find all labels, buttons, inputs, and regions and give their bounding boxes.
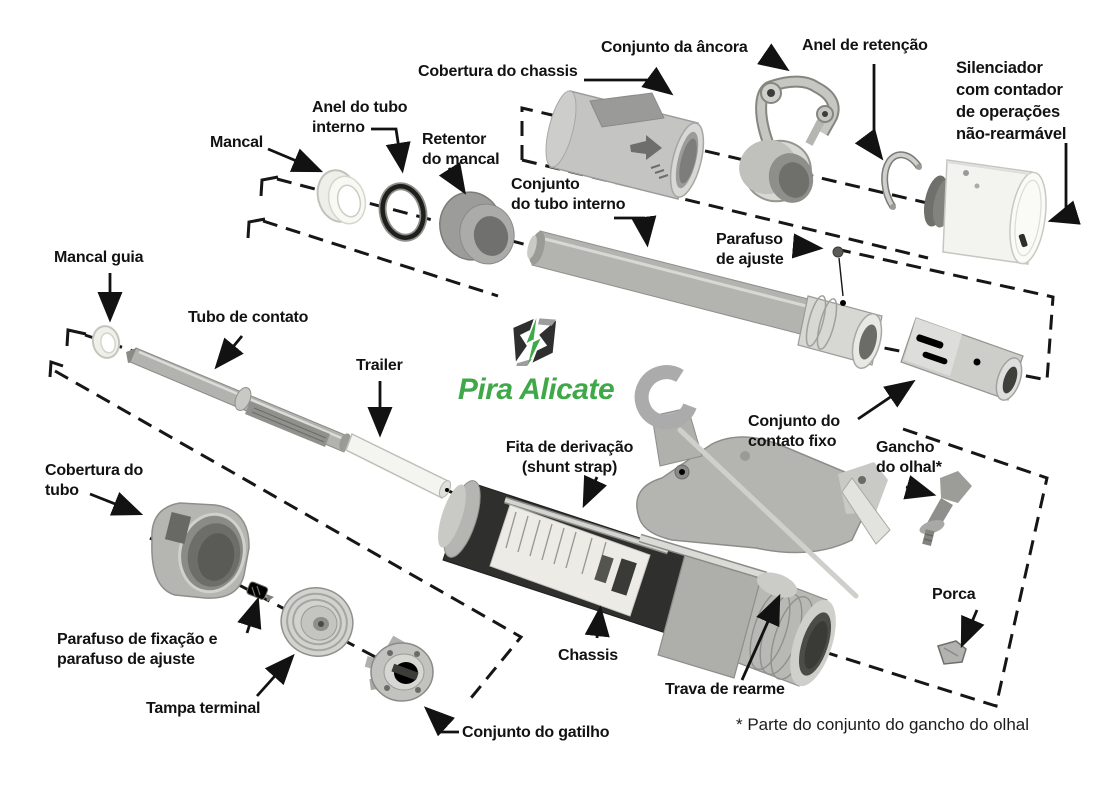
part-anel-de-retencao [881, 151, 922, 210]
label-cobertura-do-tubo: Cobertura do tubo [45, 462, 144, 500]
label-arrows [89, 43, 1081, 737]
label-porca: Porca [932, 586, 976, 603]
label-anel-de-retencao: Anel de retenção [802, 37, 928, 54]
label-conjunto-do-gatilho: Conjunto do gatilho [462, 724, 610, 741]
label-parafuso-de-fixacao: Parafuso de fixação e parafuso de ajuste [57, 631, 218, 669]
part-tampa-terminal [280, 587, 354, 657]
logo-text: Pira Alicate [457, 373, 615, 406]
part-tubo-de-contato [126, 347, 351, 453]
part-porca [937, 640, 967, 665]
part-conjunto-da-ancora [739, 75, 840, 203]
part-parafuso-de-ajuste [832, 246, 844, 297]
label-mancal-guia: Mancal guia [54, 249, 144, 266]
label-tubo-de-contato: Tubo de contato [188, 309, 309, 326]
label-silenciador: Silenciador com contador de operações nã… [956, 59, 1067, 143]
part-gancho-do-olhal [919, 471, 972, 546]
lightning-bolt-logo-icon [513, 317, 557, 369]
label-trailer: Trailer [356, 357, 403, 374]
label-trava-de-rearme: Trava de rearme [665, 681, 785, 698]
label-conjunto-do-contato-fixo: Conjunto do contato fixo [748, 413, 840, 451]
part-cobertura-do-tubo [151, 502, 250, 599]
label-anel-do-tubo-interno: Anel do tubo interno [312, 99, 408, 137]
part-conjunto-do-contato-fixo [900, 317, 1024, 401]
footnote: * Parte do conjunto do gancho do olhal [736, 715, 1030, 734]
part-trailer [345, 432, 452, 500]
part-conjunto-do-tubo-interno [527, 230, 883, 370]
part-retentor-do-mancal [439, 191, 515, 265]
part-chassis [438, 480, 714, 641]
label-parafuso-de-ajuste: Parafuso de ajuste [716, 231, 784, 269]
part-anel-do-tubo-interno [378, 182, 428, 242]
label-gancho-do-olhal: Gancho do olhal* [876, 439, 942, 477]
part-trava-de-rearme [756, 572, 798, 598]
part-cobertura-do-chassis [545, 90, 705, 200]
brand-logo: Pira Alicate [438, 316, 634, 407]
part-silenciador [923, 159, 1047, 265]
part-mancal [316, 169, 367, 225]
label-retentor-do-mancal: Retentor do mancal [422, 131, 500, 169]
label-chassis: Chassis [558, 647, 618, 664]
label-fita-de-derivacao: Fita de derivação (shunt strap) [505, 439, 634, 477]
label-conjunto-da-ancora: Conjunto da âncora [601, 39, 748, 56]
part-mancal-guia [91, 325, 121, 359]
label-conjunto-do-tubo-interno: Conjunto do tubo interno [511, 176, 626, 214]
label-tampa-terminal: Tampa terminal [146, 700, 261, 717]
label-mancal: Mancal [210, 134, 264, 151]
label-cobertura-do-chassis: Cobertura do chassis [418, 63, 578, 80]
part-parafuso-de-fixacao [246, 581, 274, 602]
part-conjunto-do-gatilho [364, 635, 434, 702]
part-mechanism-casting [634, 365, 891, 600]
